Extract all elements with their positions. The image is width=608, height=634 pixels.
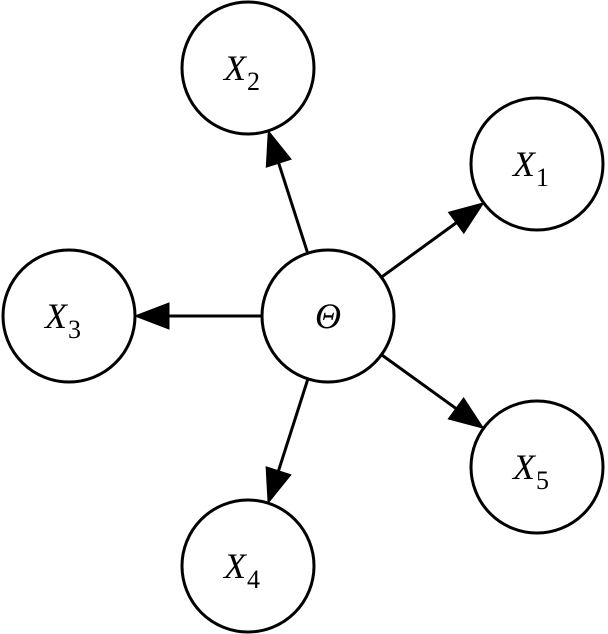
node-label: X1 (511, 144, 549, 192)
node-circle (469, 96, 605, 232)
node-circle (469, 399, 605, 535)
node-label: X5 (511, 447, 549, 495)
node-circle (180, 498, 316, 634)
node-subscript: 5 (536, 466, 549, 495)
node-symbol: X (511, 447, 537, 487)
edge-theta-to-x3 (133, 302, 262, 330)
node-label: X4 (222, 546, 260, 594)
node-theta: Θ (260, 248, 396, 384)
node-circle (1, 248, 137, 384)
node-symbol: X (43, 296, 69, 336)
edges-layer (133, 129, 485, 505)
edge-theta-to-x4 (265, 378, 310, 505)
node-symbol: X (222, 48, 248, 88)
edge-theta-to-x5 (380, 353, 485, 430)
arrowhead-icon (265, 466, 292, 505)
node-x3: X3 (1, 248, 137, 384)
edge-line (275, 378, 310, 476)
arrowhead-icon (447, 201, 485, 235)
node-label: X3 (43, 296, 81, 344)
node-x5: X5 (469, 399, 605, 535)
node-subscript: 4 (247, 565, 260, 594)
node-label: X2 (222, 48, 260, 96)
edge-line (380, 219, 461, 279)
edge-line (276, 158, 310, 254)
edge-theta-to-x1 (380, 201, 485, 279)
arrowhead-icon (265, 129, 292, 168)
node-subscript: 1 (536, 163, 549, 192)
node-symbol: X (511, 144, 537, 184)
edge-line (380, 353, 461, 413)
node-subscript: 3 (68, 315, 81, 344)
edge-theta-to-x2 (265, 129, 310, 254)
arrowhead-icon (133, 302, 170, 330)
node-symbol: Θ (315, 296, 341, 336)
node-subscript: 2 (247, 67, 260, 96)
node-label: Θ (315, 296, 341, 336)
arrowhead-icon (447, 397, 485, 430)
node-circle (180, 0, 316, 136)
node-circle (260, 248, 396, 384)
node-symbol: X (222, 546, 248, 586)
node-x1: X1 (469, 96, 605, 232)
node-x2: X2 (180, 0, 316, 136)
node-x4: X4 (180, 498, 316, 634)
